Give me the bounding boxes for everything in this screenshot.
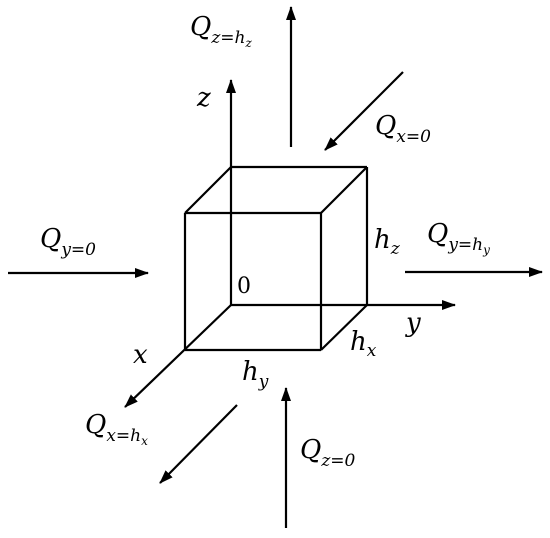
y-axis-label: y (405, 308, 421, 338)
flux-arrows (8, 6, 543, 528)
hx-sub: x (367, 341, 377, 361)
flux-label-x-top: Qx=hx (85, 410, 148, 448)
flux-y-top-subsub: y (482, 243, 490, 257)
hz-base: h (374, 225, 391, 255)
flux-x-zero-sub: x=0 (396, 127, 431, 147)
flux-y-zero-base: Q (40, 224, 61, 254)
flux-y-top-base: Q (427, 219, 448, 249)
flux-z-top-base: Q (190, 12, 211, 42)
flux-label-x-zero: Qx=0 (375, 111, 431, 147)
flux-arrow-x-zero (324, 71, 404, 151)
hz-sub: z (390, 239, 401, 259)
x-axis-label: x (133, 340, 148, 370)
cube-bottom-right-diagonal (320, 304, 368, 351)
x-axis (124, 304, 232, 408)
cube-top-left-diagonal (184, 166, 232, 214)
flux-arrow-x-top (159, 404, 238, 484)
flux-label-y-zero: Qy=0 (40, 224, 96, 260)
origin-label: 0 (237, 274, 251, 299)
cube-top-right-diagonal (320, 166, 368, 214)
flux-z-top-sub: z=h (210, 28, 245, 48)
flux-z-top-subsub: z (244, 36, 252, 50)
flux-y-top-sub: y=h (447, 235, 483, 255)
axes (124, 79, 456, 408)
hy-base: h (242, 357, 259, 387)
flux-x-top-sub: x=h (106, 426, 141, 446)
flux-label-y-top: Qy=hy (427, 219, 490, 257)
hz-label: hz (374, 225, 401, 259)
z-axis-label: z (196, 83, 211, 113)
flux-x-zero-base: Q (375, 111, 396, 141)
flux-z-zero-sub: z=0 (320, 451, 355, 471)
flux-label-z-zero: Qz=0 (300, 435, 356, 471)
flux-x-top-base: Q (85, 410, 106, 440)
flux-y-zero-sub: y=0 (60, 240, 96, 260)
flux-label-z-top: Qz=hz (190, 12, 252, 50)
flux-x-top-subsub: x (141, 434, 148, 448)
hy-label: hy (242, 357, 269, 392)
flux-z-zero-base: Q (300, 435, 321, 465)
hy-sub: y (258, 372, 269, 392)
cube (183, 165, 369, 352)
hx-base: h (350, 327, 367, 357)
hx-label: hx (350, 327, 377, 361)
